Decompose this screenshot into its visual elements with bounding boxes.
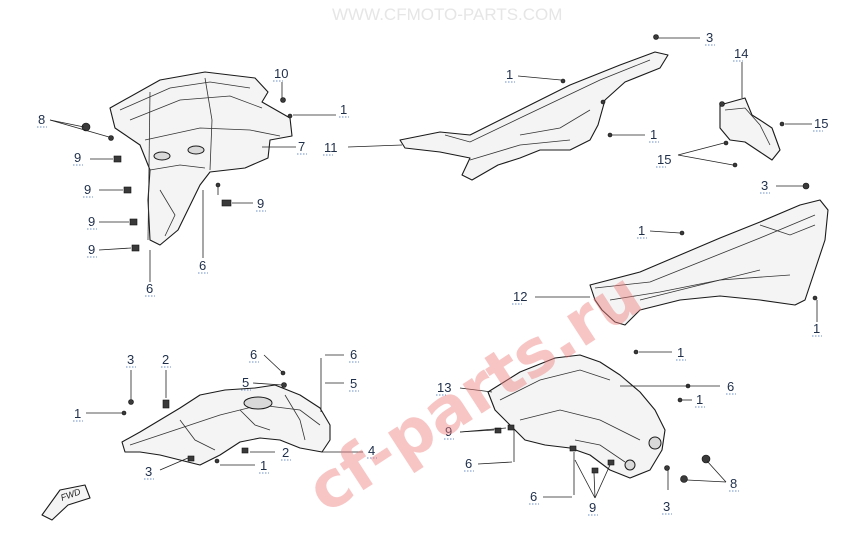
callout-c-right-3: 3 <box>761 178 768 193</box>
callout-c-11: 11 <box>324 140 338 155</box>
callout-c-13: 13 <box>437 380 451 395</box>
callout-c-low-4: 4 <box>368 443 375 458</box>
callout-c-low-6a: 6 <box>250 347 257 362</box>
side-panel-assembly-12 <box>535 182 829 355</box>
top-watermark: WWW.CFMOTO-PARTS.COM <box>332 5 562 24</box>
callout-c-12: 12 <box>513 289 527 304</box>
callout-c-br-6a: 6 <box>727 379 734 394</box>
callout-c-low-3b: 3 <box>145 464 152 479</box>
callout-c-right-1c: 1 <box>813 321 820 336</box>
left-leaders <box>49 82 336 282</box>
callout-c-left-7: 7 <box>298 139 305 154</box>
fender13-leaders <box>459 385 727 499</box>
fwd-arrow-icon: FWD <box>41 484 91 521</box>
callout-c-low-6b: 6 <box>350 347 357 362</box>
callout-c-low-2b: 2 <box>282 445 289 460</box>
front-panel-assembly <box>109 71 293 246</box>
front-panel-part <box>109 71 293 246</box>
top-leaders <box>347 37 700 148</box>
callout-c-top-1a: 1 <box>506 67 513 82</box>
side-bar-assembly-11 <box>399 34 669 181</box>
left-fasteners <box>81 97 293 252</box>
callout-c-top-3: 3 <box>706 30 713 45</box>
callout-c-br-3: 3 <box>663 499 670 514</box>
callout-c-br-9a: 9 <box>445 424 452 439</box>
callout-c-br-1: 1 <box>696 392 703 407</box>
fender-leaders <box>86 354 363 471</box>
callout-c-br-8: 8 <box>730 476 737 491</box>
callout-c-15b: 15 <box>657 152 671 167</box>
callout-c-right-1b: 1 <box>677 345 684 360</box>
side-bar-part-11 <box>399 51 669 181</box>
callout-c-low-5a: 5 <box>242 375 249 390</box>
callout-c-left-9d: 9 <box>88 242 95 257</box>
callout-c-left-6b: 6 <box>146 281 153 296</box>
callout-c-15a: 15 <box>814 116 828 131</box>
callout-c-left-10: 10 <box>274 66 288 81</box>
fender-assembly-4 <box>121 358 331 466</box>
callout-c-br-6b: 6 <box>465 456 472 471</box>
callout-c-left-6a: 6 <box>199 258 206 273</box>
callout-c-low-3: 3 <box>127 352 134 367</box>
callout-c-left-9b: 9 <box>84 182 91 197</box>
callout-c-top-1b: 1 <box>650 127 657 142</box>
bracket-part-14 <box>719 97 781 161</box>
callout-c-14: 14 <box>734 46 748 61</box>
callout-c-left-9a: 9 <box>74 150 81 165</box>
callout-c-left-9e: 9 <box>257 196 264 211</box>
callout-c-left-8: 8 <box>38 112 45 127</box>
bracket-assembly-14 <box>677 62 812 168</box>
callout-c-left-9c: 9 <box>88 214 95 229</box>
callout-c-right-1a: 1 <box>638 223 645 238</box>
fender-part-4 <box>121 384 331 466</box>
callout-c-left-1: 1 <box>340 102 347 117</box>
callout-c-low-1b: 1 <box>260 458 267 473</box>
callout-c-low-5b: 5 <box>350 376 357 391</box>
callout-c-br-9b: 9 <box>589 500 596 515</box>
callout-c-low-1a: 1 <box>74 406 81 421</box>
callout-c-br-6c: 6 <box>530 489 537 504</box>
callout-c-low-2a: 2 <box>162 352 169 367</box>
